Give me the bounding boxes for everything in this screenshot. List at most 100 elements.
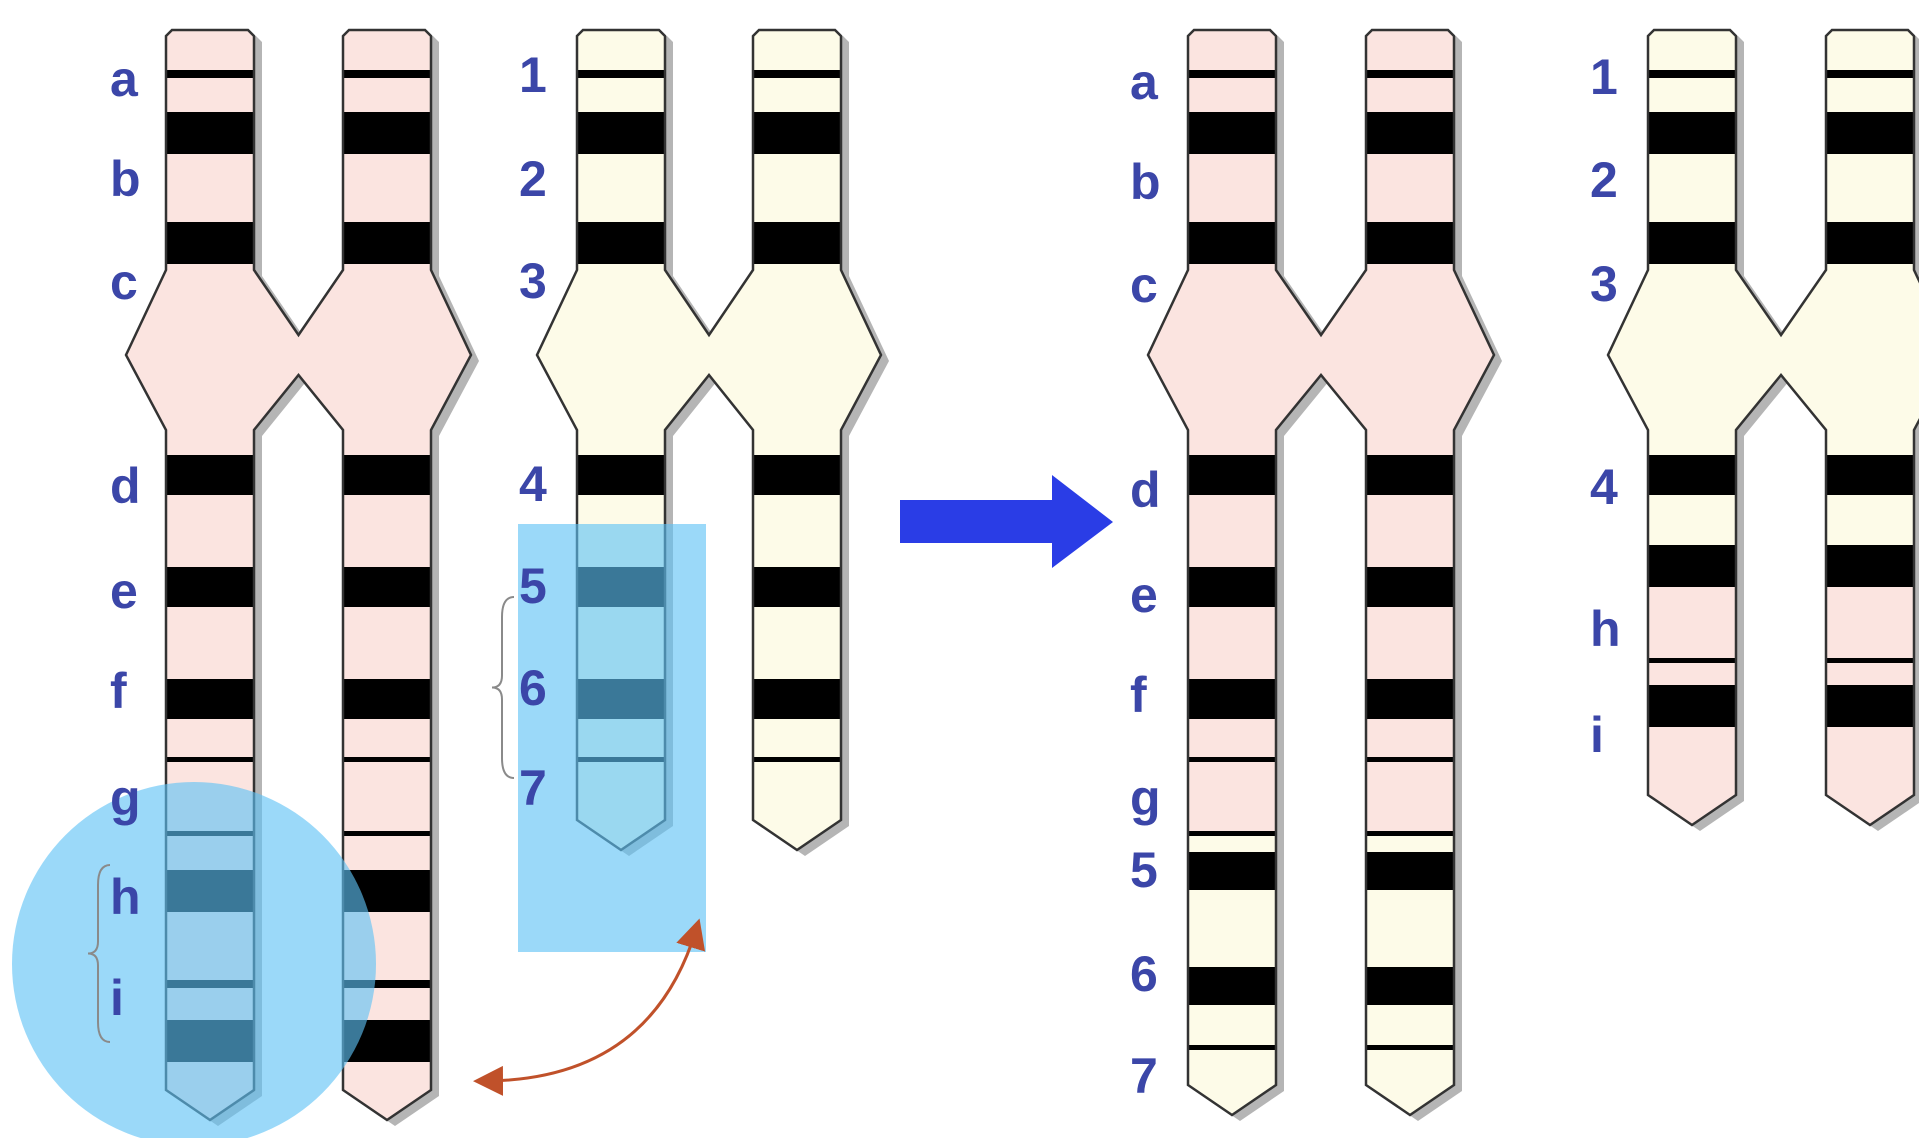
chromosome-band <box>1826 545 1914 587</box>
chromosome-band <box>1366 70 1454 78</box>
chromosome-band <box>1366 567 1454 607</box>
chromosome-band <box>753 757 841 762</box>
chromosome-band <box>1826 685 1914 727</box>
chromosome-band <box>343 679 431 719</box>
chromosome-band <box>1826 222 1914 264</box>
chromosome-band <box>343 831 431 836</box>
chromosome-band <box>1826 112 1914 154</box>
label-a: a <box>110 51 139 107</box>
label-5: 5 <box>519 558 547 614</box>
label-4: 4 <box>1590 459 1618 515</box>
chromosome-band <box>577 222 665 264</box>
label-2: 2 <box>519 151 547 207</box>
label-7: 7 <box>519 760 547 816</box>
label-c: c <box>1130 257 1158 313</box>
chromosome-band <box>343 222 431 264</box>
label-f: f <box>110 663 127 719</box>
chromosome-band <box>343 112 431 154</box>
chromosome-band <box>753 679 841 719</box>
chromosome-band <box>1648 70 1736 78</box>
label-i: i <box>1590 707 1604 763</box>
label-7: 7 <box>1130 1048 1158 1104</box>
chromosome-band <box>1366 222 1454 264</box>
chromosome-band <box>753 567 841 607</box>
chromosome-outline <box>1146 28 1496 1117</box>
label-1: 1 <box>1590 49 1618 105</box>
chromosome-band <box>1188 967 1276 1005</box>
chromosome-band <box>1648 685 1736 727</box>
label-h: h <box>1590 601 1621 657</box>
right-arrow <box>900 475 1113 568</box>
label-f: f <box>1130 667 1147 723</box>
chromosome-band <box>1366 112 1454 154</box>
chromosome-band <box>577 70 665 78</box>
chromosome-band <box>166 112 254 154</box>
chromosome-band <box>1188 852 1276 890</box>
label-i: i <box>110 970 124 1026</box>
chromosome-band <box>577 455 665 495</box>
label-2: 2 <box>1590 152 1618 208</box>
chromosome-band <box>1648 222 1736 264</box>
chromosome-band <box>1648 112 1736 154</box>
label-1: 1 <box>519 47 547 103</box>
brace-h-i <box>87 864 111 1043</box>
chromosome-band <box>166 455 254 495</box>
chromosome-band <box>1188 455 1276 495</box>
chromosome-band <box>753 112 841 154</box>
label-e: e <box>110 563 138 619</box>
label-6: 6 <box>519 660 547 716</box>
chromosome-band <box>166 567 254 607</box>
double-headed-swap-arrow <box>473 918 706 1096</box>
label-d: d <box>110 458 141 514</box>
chromosome-band <box>1366 852 1454 890</box>
chromosome-band <box>343 567 431 607</box>
chromosome-band <box>166 757 254 762</box>
label-5: 5 <box>1130 842 1158 898</box>
label-g: g <box>110 770 141 826</box>
chromosome-band <box>1366 455 1454 495</box>
label-a: a <box>1130 54 1159 110</box>
rectangle-highlight <box>518 524 706 952</box>
chromosome-band <box>1648 658 1736 663</box>
chromosome-band <box>1648 455 1736 495</box>
chromosome-band <box>1826 70 1914 78</box>
label-d: d <box>1130 462 1161 518</box>
chromosome-band <box>166 70 254 78</box>
circle-highlight <box>12 782 376 1138</box>
chromosome-band <box>1188 70 1276 78</box>
label-b: b <box>110 151 141 207</box>
chromosome-band <box>1188 112 1276 154</box>
chromosome-band <box>1188 679 1276 719</box>
label-h: h <box>110 869 141 925</box>
label-b: b <box>1130 154 1161 210</box>
chromosome-band <box>753 70 841 78</box>
chromosome-band <box>1366 1045 1454 1050</box>
chromosome-band <box>753 222 841 264</box>
chromosome-band <box>1188 831 1276 836</box>
chromosome-band <box>577 112 665 154</box>
pink-chromosome-after <box>1146 28 1502 1121</box>
chromosome-band <box>1188 567 1276 607</box>
chromosome-band <box>753 455 841 495</box>
chromosome-band <box>1366 679 1454 719</box>
label-6: 6 <box>1130 946 1158 1002</box>
chromosome-band <box>1188 222 1276 264</box>
chromosome-band <box>166 679 254 719</box>
chromosome-band <box>1648 545 1736 587</box>
chromosome-band <box>1366 967 1454 1005</box>
chromosome-band <box>166 222 254 264</box>
chromosome-band <box>1188 1045 1276 1050</box>
chromosome-band <box>343 455 431 495</box>
chromosome-outline <box>1606 28 1919 827</box>
brace-5-7 <box>491 596 515 779</box>
chromosome-band <box>1366 831 1454 836</box>
chromosome-band <box>343 980 431 988</box>
chromosome-band <box>1826 455 1914 495</box>
chromosome-band <box>1826 658 1914 663</box>
chromosome-band <box>1366 757 1454 762</box>
chromosome-band <box>343 70 431 78</box>
label-g: g <box>1130 770 1161 826</box>
label-e: e <box>1130 567 1158 623</box>
chromosome-band <box>343 757 431 762</box>
